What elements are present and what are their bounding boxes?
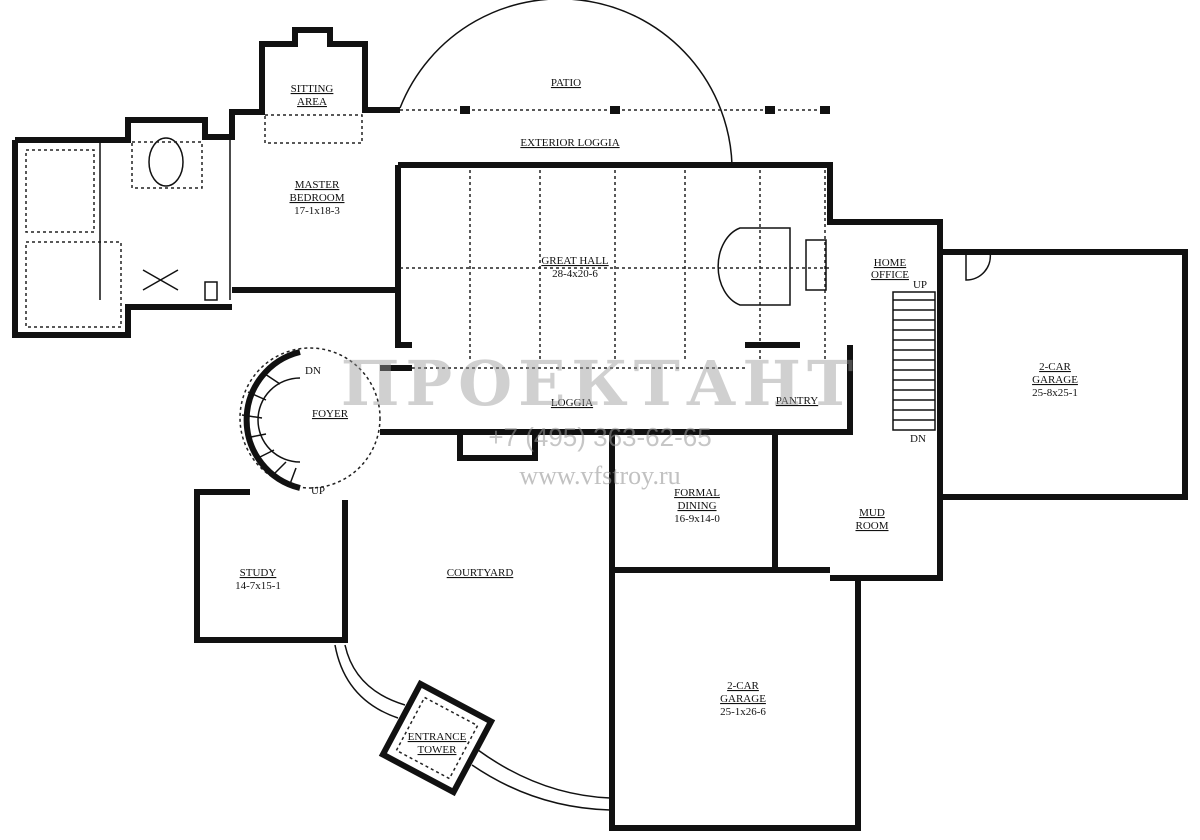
room-label-sitting-area: SITTING: [291, 83, 334, 95]
garage-right-door: [965, 251, 992, 281]
room-label-foyer: FOYER: [312, 408, 349, 420]
room-label-pantry: PANTRY: [776, 395, 818, 407]
loggia-posts: [460, 106, 830, 114]
room-label-home-office: HOME: [874, 257, 907, 269]
walkway-curve: [334, 644, 406, 719]
stair-up-label-foyer: UP: [311, 485, 325, 497]
room-label-study: STUDY: [240, 567, 277, 579]
room-label-great-hall: GREAT HALL: [541, 255, 609, 267]
dining-fireplace: [457, 432, 538, 461]
room-label-entrance-tower-2: TOWER: [418, 744, 458, 756]
room-label-garage-right-2: GARAGE: [1032, 374, 1078, 386]
great-hall-walls: [395, 162, 943, 348]
office-stair-treads: [893, 299, 935, 421]
entrance-tower: [378, 679, 496, 797]
great-hall-beams: [400, 170, 830, 360]
room-label-mud-room: MUD: [859, 507, 885, 519]
foyer-stair-treads: [241, 371, 297, 485]
loggia-walls: [380, 342, 853, 435]
watermark-logo: ПРОЕКТАНТ: [341, 347, 859, 420]
foyer-spiral-stair: [243, 349, 301, 491]
room-label-garage-bottom: 2-CAR: [727, 680, 759, 692]
dining-walls: [609, 432, 830, 573]
room-label-exterior-loggia: EXTERIOR LOGGIA: [520, 137, 619, 149]
stair-up-label-office: UP: [913, 279, 927, 291]
room-label-entrance-tower: ENTRANCE: [408, 731, 467, 743]
watermark-url: www.vfstroy.ru: [519, 461, 680, 490]
watermark-phone: +7 (495) 363-62-65: [488, 422, 711, 452]
room-label-home-office-2: OFFICE: [871, 269, 909, 281]
room-label-formal-dining: FORMAL: [674, 487, 720, 499]
office-stair: [892, 291, 936, 431]
room-size-garage-right: 25-8x25-1: [1032, 387, 1078, 399]
room-label-garage-bottom-2: GARAGE: [720, 693, 766, 705]
room-label-mud-room-2: ROOM: [855, 520, 888, 532]
room-label-formal-dining-2: DINING: [677, 500, 716, 512]
study-walls: [194, 489, 348, 643]
room-size-great-hall: 28-4x20-6: [552, 268, 598, 280]
stair-dn-label-office: DN: [910, 433, 926, 445]
room-size-study: 14-7x15-1: [235, 580, 281, 592]
room-label-patio: PATIO: [551, 77, 581, 89]
stair-dn-label-foyer: DN: [305, 365, 321, 377]
room-label-garage-right: 2-CAR: [1039, 361, 1071, 373]
room-label-master-bedroom-2: BEDROOM: [289, 192, 344, 204]
master-suite-walls: [12, 27, 401, 338]
room-size-master-bedroom: 17-1x18-3: [294, 205, 340, 217]
foyer-stair-inner: [257, 377, 301, 463]
room-size-formal-dining: 16-9x14-0: [674, 513, 720, 525]
room-label-loggia: LOGGIA: [551, 397, 593, 409]
foyer-circle: [239, 347, 381, 489]
room-label-master-bedroom: MASTER: [295, 179, 340, 191]
walkway-curve-2: [471, 749, 611, 811]
room-label-sitting-area-2: AREA: [297, 96, 327, 108]
garage-bottom-walls: [609, 570, 861, 831]
garage-right-walls: [940, 249, 1188, 500]
room-size-garage-bottom: 25-1x26-6: [720, 706, 766, 718]
patio-arc: [399, 0, 733, 166]
room-label-courtyard: COURTYARD: [447, 567, 514, 579]
